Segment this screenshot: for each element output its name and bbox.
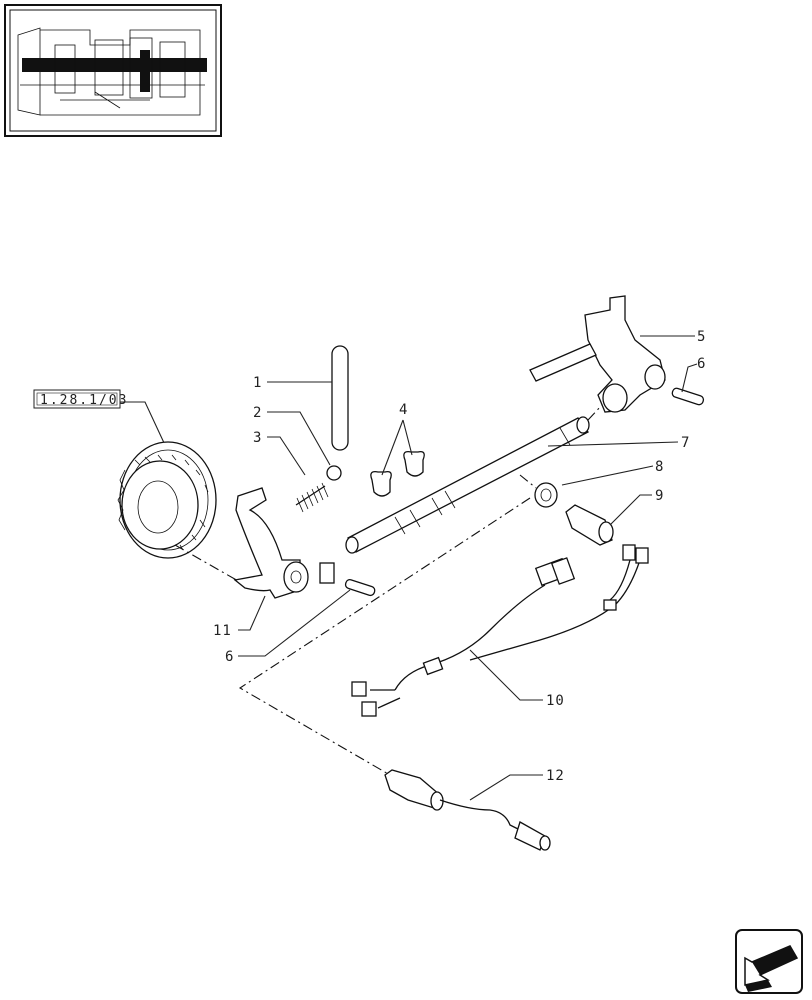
speed-sensor bbox=[384, 769, 551, 851]
wiring-harness bbox=[351, 544, 649, 717]
roll-pin-lower bbox=[344, 578, 376, 597]
roll-pin-upper bbox=[671, 387, 705, 406]
shift-rod bbox=[331, 345, 349, 451]
reference-box[interactable]: 1.28.1/03 bbox=[33, 389, 128, 409]
callout-4: 4 bbox=[399, 402, 408, 418]
callout-6b: 6 bbox=[225, 649, 234, 665]
callout-9: 9 bbox=[655, 488, 664, 504]
reference-label: 1.28.1/03 bbox=[40, 393, 128, 408]
callout-11: 11 bbox=[213, 623, 232, 639]
neutral-switch bbox=[565, 504, 614, 546]
callout-2: 2 bbox=[253, 405, 262, 421]
shift-shaft bbox=[345, 416, 590, 554]
next-page-arrow-icon[interactable] bbox=[735, 929, 803, 994]
retaining-clips bbox=[370, 451, 425, 497]
callout-6a: 6 bbox=[697, 356, 706, 372]
callout-5: 5 bbox=[697, 329, 706, 345]
callout-10: 10 bbox=[546, 693, 565, 709]
transmission-thumbnail-icon[interactable] bbox=[4, 4, 222, 137]
shift-fork bbox=[233, 487, 335, 599]
washer bbox=[534, 482, 558, 508]
shift-lever bbox=[529, 295, 666, 413]
callout-8: 8 bbox=[655, 459, 664, 475]
callout-3: 3 bbox=[253, 430, 262, 446]
callout-1: 1 bbox=[253, 375, 262, 391]
detent-ball bbox=[326, 465, 342, 481]
detent-spring bbox=[295, 482, 329, 513]
synchronizer-gear bbox=[117, 441, 217, 559]
callout-12: 12 bbox=[546, 768, 565, 784]
callout-7: 7 bbox=[681, 435, 690, 451]
